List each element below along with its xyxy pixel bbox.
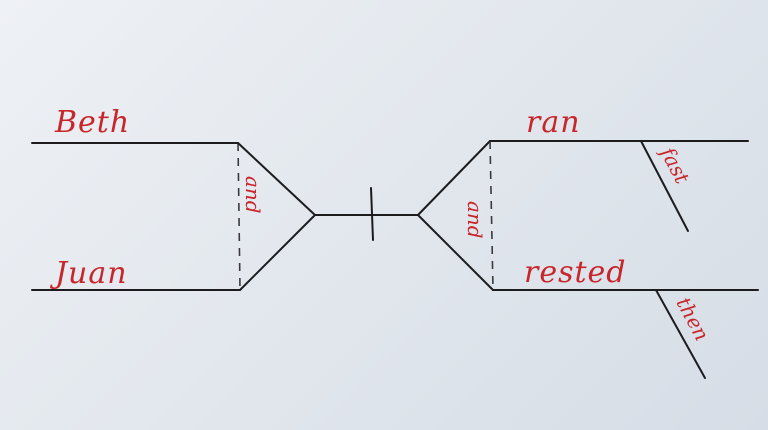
- predicate-conjunction-dashed-line: [489, 140, 494, 291]
- modifier-word-then: then: [672, 293, 715, 345]
- modifier-word-fast: fast: [655, 141, 695, 188]
- verb-word-ran: ran: [526, 105, 581, 140]
- subject-predicate-divider: [370, 187, 374, 241]
- subject-conjunction-dashed-line: [237, 142, 241, 291]
- subject-word-juan: Juan: [49, 256, 128, 291]
- subject-conjunction-and: and: [241, 176, 265, 214]
- predicate-conjunction-and: and: [463, 201, 487, 239]
- subject-word-beth: Beth: [54, 105, 130, 140]
- predicate-fork-top: [417, 140, 491, 216]
- subject-fork-bottom: [239, 214, 316, 291]
- predicate-fork-bottom: [417, 214, 494, 291]
- modifier-slant-then: [655, 289, 706, 379]
- verb-word-rested: rested: [524, 255, 627, 290]
- subject-fork-top: [237, 142, 316, 216]
- modifier-slant-fast: [640, 140, 689, 232]
